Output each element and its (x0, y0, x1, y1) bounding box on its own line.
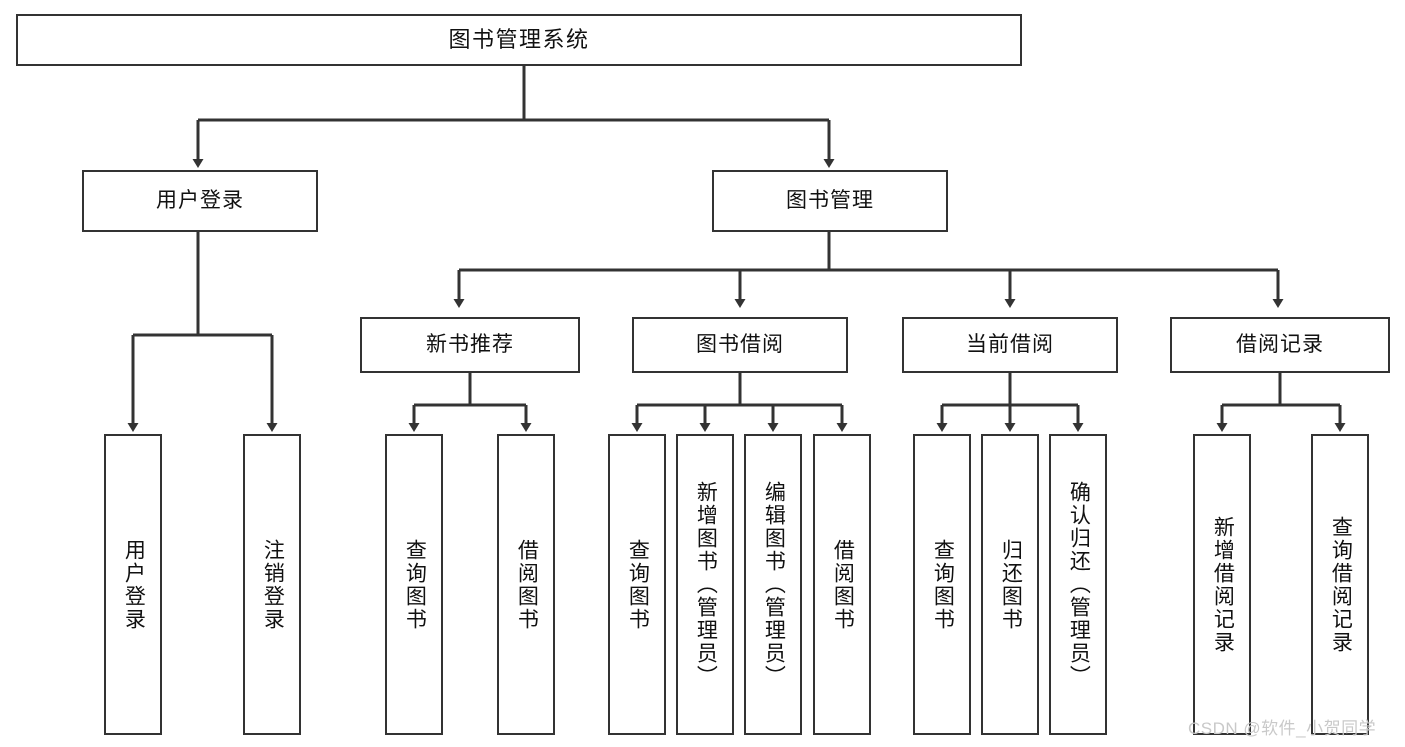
leaf-current-borrow-confirm-return[interactable]: 确认归还（管理员） (1049, 434, 1107, 735)
node-label: 借阅图书 (515, 538, 539, 631)
node-label: 图书管理系统 (448, 26, 590, 52)
node-user-login[interactable]: 用户登录 (82, 170, 318, 232)
node-root-system[interactable]: 图书管理系统 (16, 14, 1022, 66)
node-label: 查询图书 (931, 538, 955, 631)
leaf-current-borrow-query[interactable]: 查询图书 (913, 434, 971, 735)
leaf-book-borrow-query[interactable]: 查询图书 (608, 434, 666, 735)
leaf-book-borrow-add[interactable]: 新增图书（管理员） (676, 434, 734, 735)
leaf-user-login-logout[interactable]: 注销登录 (243, 434, 301, 735)
leaf-user-login-login[interactable]: 用户登录 (104, 434, 162, 735)
node-label: 用户登录 (156, 189, 244, 213)
node-label: 借阅图书 (831, 538, 855, 631)
node-label: 编辑图书（管理员） (762, 481, 786, 688)
node-new-book-recommend[interactable]: 新书推荐 (360, 317, 580, 373)
node-label: 查询图书 (626, 538, 650, 631)
node-label: 用户登录 (122, 538, 146, 631)
leaf-book-borrow-edit[interactable]: 编辑图书（管理员） (744, 434, 802, 735)
node-label: 查询图书 (403, 538, 427, 631)
node-book-borrow[interactable]: 图书借阅 (632, 317, 848, 373)
node-label: 借阅记录 (1236, 333, 1324, 357)
node-current-borrow[interactable]: 当前借阅 (902, 317, 1118, 373)
leaf-new-book-query[interactable]: 查询图书 (385, 434, 443, 735)
leaf-new-book-borrow[interactable]: 借阅图书 (497, 434, 555, 735)
leaf-borrow-record-query[interactable]: 查询借阅记录 (1311, 434, 1369, 735)
node-label: 确认归还（管理员） (1067, 481, 1091, 688)
node-label: 图书管理 (786, 189, 874, 213)
node-label: 注销登录 (261, 538, 285, 631)
node-label: 图书借阅 (696, 333, 784, 357)
node-label: 归还图书 (999, 538, 1023, 631)
node-book-management[interactable]: 图书管理 (712, 170, 948, 232)
node-label: 新增借阅记录 (1211, 515, 1235, 654)
leaf-book-borrow-borrow[interactable]: 借阅图书 (813, 434, 871, 735)
node-label: 当前借阅 (966, 333, 1054, 357)
node-label: 新增图书（管理员） (694, 481, 718, 688)
node-label: 新书推荐 (426, 333, 514, 357)
leaf-current-borrow-return[interactable]: 归还图书 (981, 434, 1039, 735)
node-borrow-record[interactable]: 借阅记录 (1170, 317, 1390, 373)
leaf-borrow-record-add[interactable]: 新增借阅记录 (1193, 434, 1251, 735)
node-label: 查询借阅记录 (1329, 515, 1353, 654)
